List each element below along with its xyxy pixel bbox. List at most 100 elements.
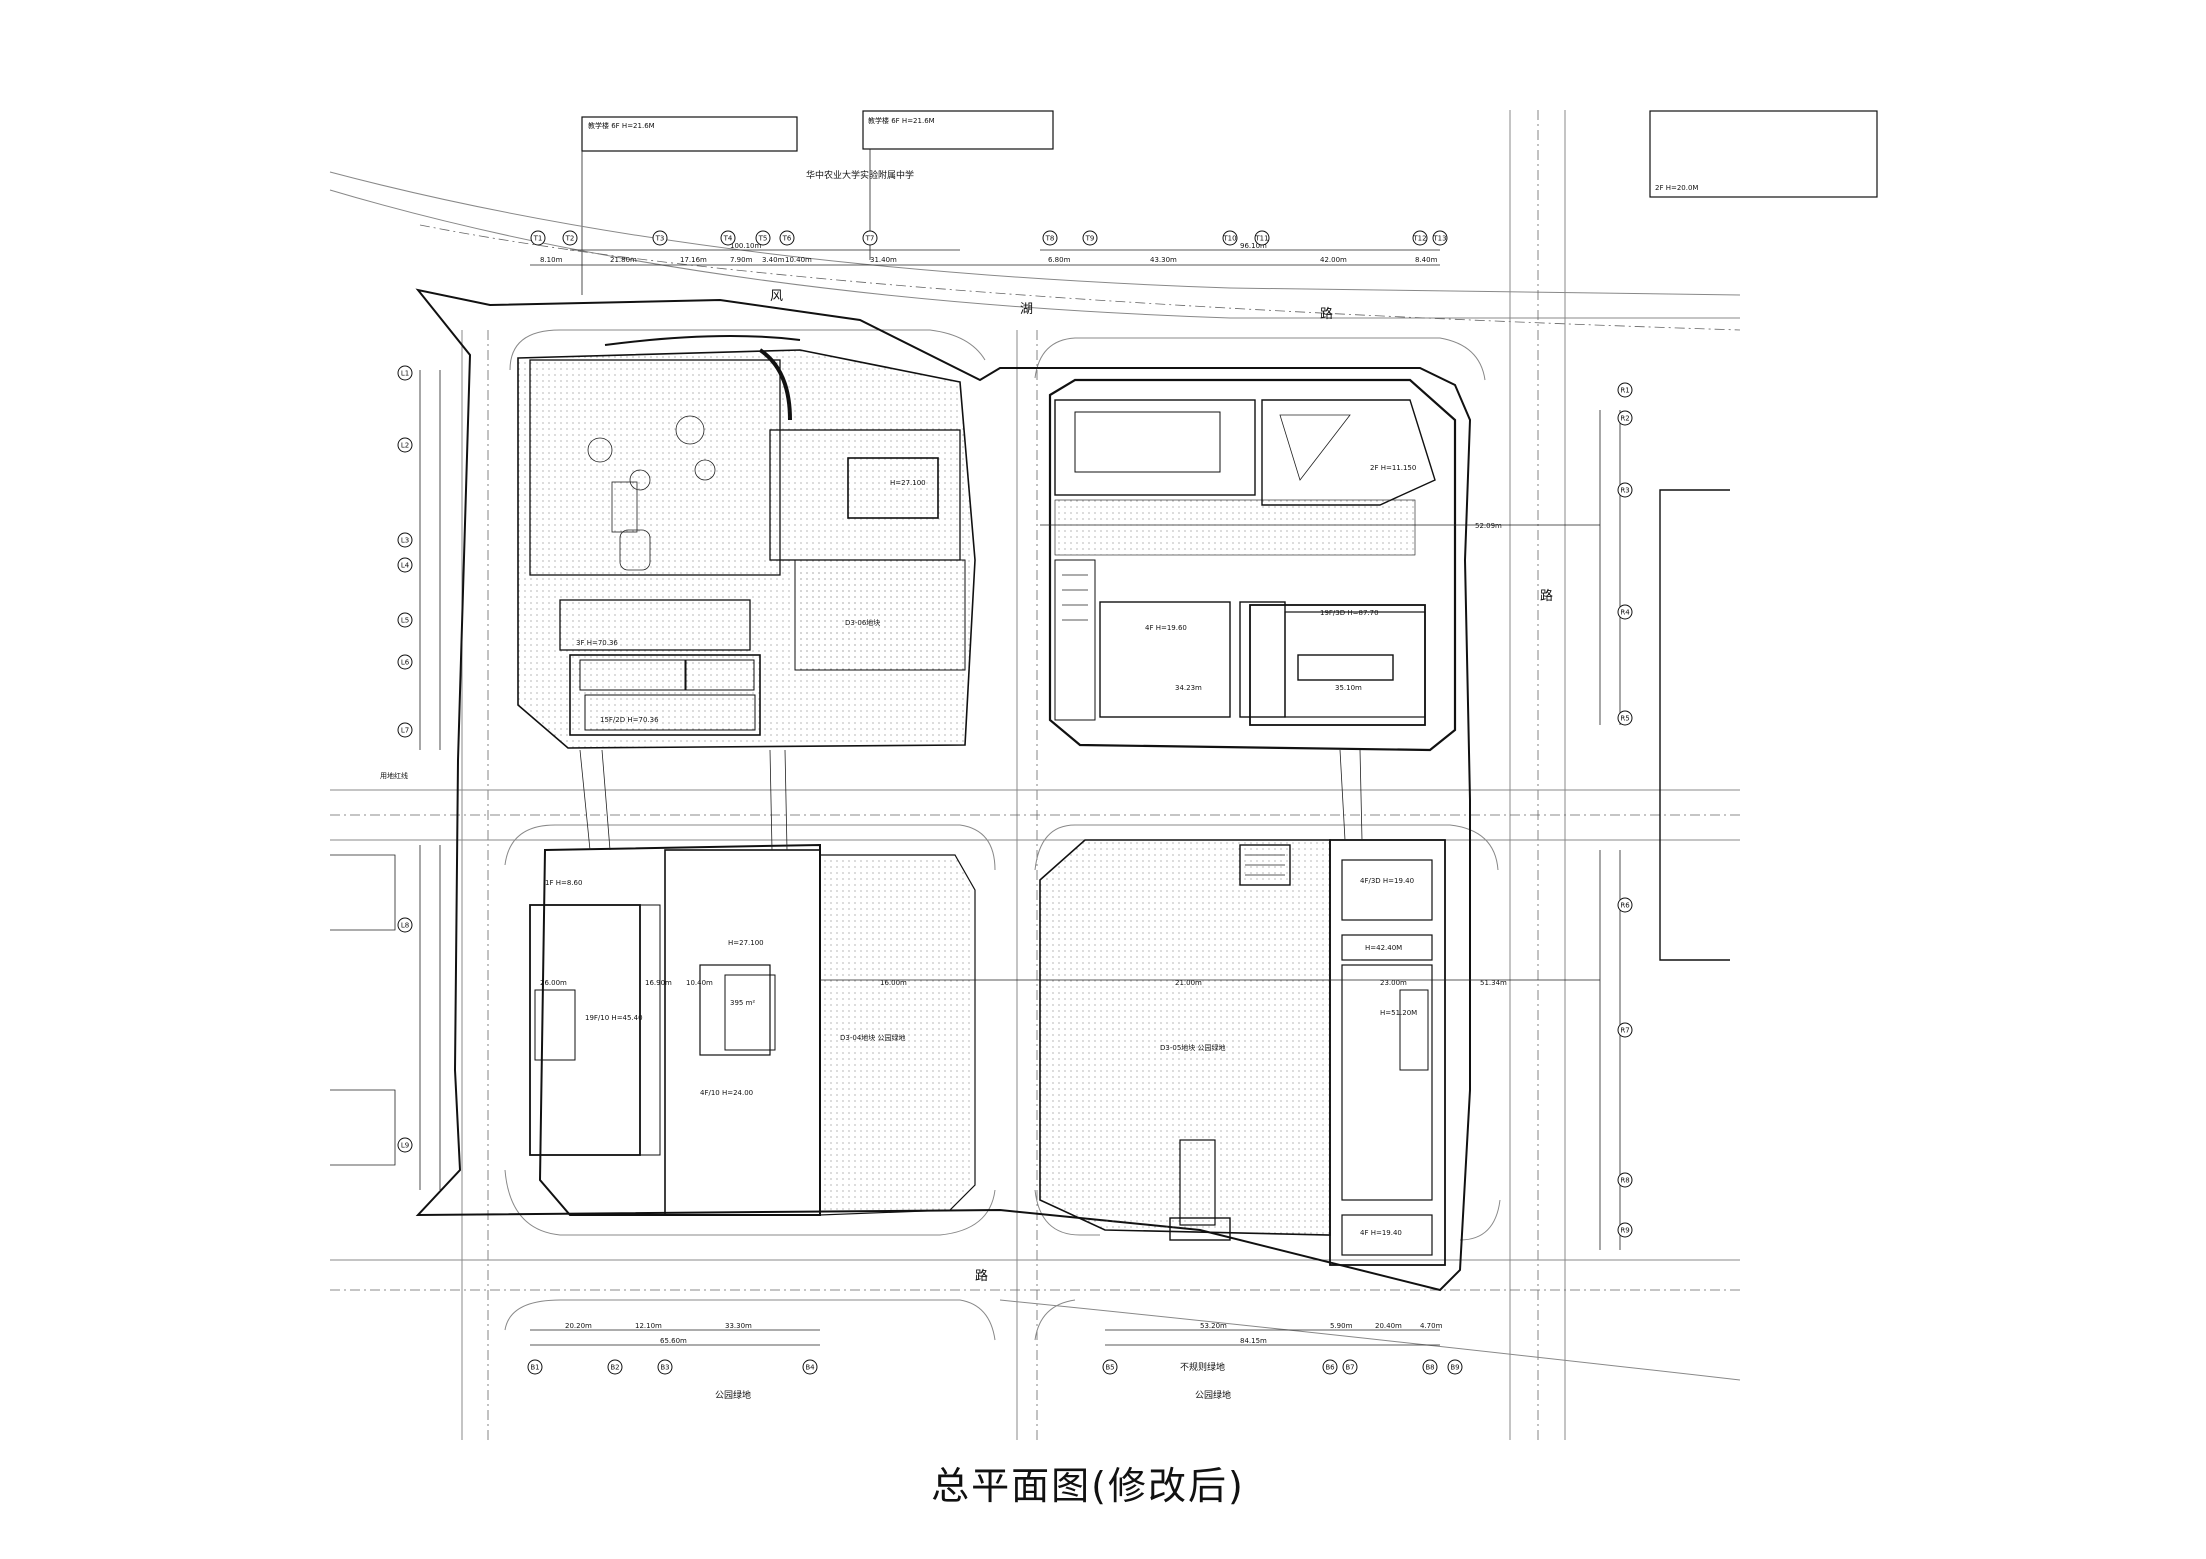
axis-right-3: R3 [1617,482,1633,498]
axis-right-7: R7 [1617,1022,1633,1038]
plot-a2-label: D3-04地块 公园绿地 [840,1033,906,1042]
axis-left-4: L4 [397,557,413,573]
axis-right-8: R8 [1617,1172,1633,1188]
axis-bottom-6: B6 [1322,1359,1338,1375]
axis-top-8: T8 [1042,230,1058,246]
top-dim-7: 31.40m [870,256,897,264]
axis-top-4-label: T4 [723,235,733,243]
axis-bottom-1-label: B1 [530,1364,539,1372]
bld-g-label: 19F/10 H=45.40 [585,1014,643,1022]
bld-c-label: 4F H=19.60 [1145,624,1187,632]
bld-height-a: H=27.100 [890,479,926,487]
top-dim-1: 8.10m [540,256,563,264]
axis-bottom-6-label: B6 [1325,1364,1335,1372]
dim-51: 51.34m [1480,979,1507,987]
dimension-lines: 8.10m 21.80m 17.16m 7.90m 3.40m 10.40m 3… [419,242,1621,1346]
bld-b-label: 19F/3D H=87.70 [1320,609,1379,617]
axis-left-6: L6 [397,654,413,670]
bottom-dim-5: 5.90m [1330,1322,1353,1330]
bld-m-label: H=42.40M [1365,944,1402,952]
bld-l-label: H=51.20M [1380,1009,1417,1017]
axis-right-2: R2 [1617,410,1633,426]
axis-left-2-label: L2 [401,442,409,450]
axis-bottom-8: B8 [1422,1359,1438,1375]
bld-f-label: 1F H=8.60 [545,879,582,887]
drawing-title-text: 总平面图(修改后) [931,1464,1245,1508]
axis-top-9-label: T9 [1085,235,1095,243]
axis-top-4: T4 [720,230,736,246]
bottom-dim-6: 20.40m [1375,1322,1402,1330]
road-label-north-1: 风 [770,289,783,304]
axis-bottom-3: B3 [657,1359,673,1375]
bottom-total-left: 65.60m [660,1337,687,1345]
axis-bottom-5-label: B5 [1105,1364,1114,1372]
block-northeast: 19F/3D H=87.70 4F H=19.60 2F H=11.150 34… [1048,378,1502,752]
bld-d-label: 15F/2D H=70.36 [600,716,659,724]
axis-right-2-label: R2 [1620,415,1629,423]
axis-right-9-label: R9 [1620,1227,1629,1235]
north-box-left-text: 教学楼 6F H=21.6M [588,121,655,130]
plot-a1-label: D3-06地块 [845,618,880,627]
axis-left-3: L3 [397,532,413,548]
north-box-mid-text: 教学楼 6F H=21.6M [868,116,935,125]
bld-a-label: 3F H=70.36 [576,639,618,647]
axis-right-1-label: R1 [1620,387,1629,395]
axis-left-5: L5 [397,612,413,628]
north-info-boxes: 教学楼 6F H=21.6M 教学楼 6F H=21.6M 2F H=20.0M… [581,110,1878,295]
axis-right-4-label: R4 [1620,609,1630,617]
park-labels: 不规则绿地 公园绿地 公园绿地 [715,1361,1231,1401]
axis-bottom-7-label: B7 [1345,1364,1354,1372]
axis-bottom-1: B1 [527,1359,543,1375]
road-label-north-3: 路 [1320,306,1333,322]
road-label-north-2: 湖 [1020,302,1033,317]
axis-top-11-label: T11 [1254,235,1268,243]
axis-bottom-2: B2 [607,1359,623,1375]
axis-left-1: L1 [397,365,413,381]
axis-left-8: L8 [397,917,413,933]
axis-right-9: R9 [1617,1222,1633,1238]
axis-right-4: R4 [1617,604,1633,620]
east-neighbours [330,489,1730,1166]
axis-top-12: T12 [1412,230,1428,246]
axis-top-5: T5 [755,230,771,246]
axis-top-13: T13 [1432,230,1448,246]
top-dim-8: 6.80m [1048,256,1071,264]
area-note: 395 m² [730,999,755,1007]
top-dim-11: 8.40m [1415,256,1438,264]
axis-top-11: T11 [1254,230,1270,246]
top-dim-3: 17.16m [680,256,707,264]
dim-16: 16.00m [880,979,907,987]
axis-right-8-label: R8 [1620,1177,1629,1185]
axis-left-9: L9 [397,1137,413,1153]
dim-21: 21.00m [1175,979,1202,987]
bottom-dim-7: 4.70m [1420,1322,1443,1330]
axis-bottom-8-label: B8 [1425,1364,1434,1372]
school-name: 华中农业大学实验附属中学 [806,169,914,181]
bottom-dim-2: 12.10m [635,1322,662,1330]
top-dim-4: 7.90m [730,256,753,264]
axis-top-10-label: T10 [1222,235,1236,243]
block-southwest: 1F H=8.60 26.00m 16.90m 10.40m H=27.100 … [529,843,976,1216]
axis-top-12-label: T12 [1412,235,1426,243]
axis-top-9: T9 [1082,230,1098,246]
axis-bottom-4: B4 [802,1359,818,1375]
dim-26: 26.00m [540,979,567,987]
axis-right-1: R1 [1617,382,1633,398]
top-total-right: 96.10m [1240,242,1267,250]
bottom-dim-3: 33.30m [725,1322,752,1330]
axis-left-6-label: L6 [401,659,410,667]
dim-52: 52.09m [1475,522,1502,530]
axis-top-3-label: T3 [655,235,665,243]
axis-right-5: R5 [1617,710,1633,726]
axis-left-1-label: L1 [401,370,409,378]
drawing-title: 总平面图(修改后) [0,1455,2206,1510]
axis-right-5-label: R5 [1620,715,1629,723]
connectors [579,749,1363,851]
block-southeast: D3-05地块 公园绿地 21.00m 23.00m 51.34m 4F/3D … [1039,839,1507,1266]
park-left-label: 公园绿地 [715,1389,751,1401]
road-label-south: 路 [975,1268,988,1284]
bottom-dim-1: 20.20m [565,1322,592,1330]
axis-top-6: T6 [779,230,795,246]
